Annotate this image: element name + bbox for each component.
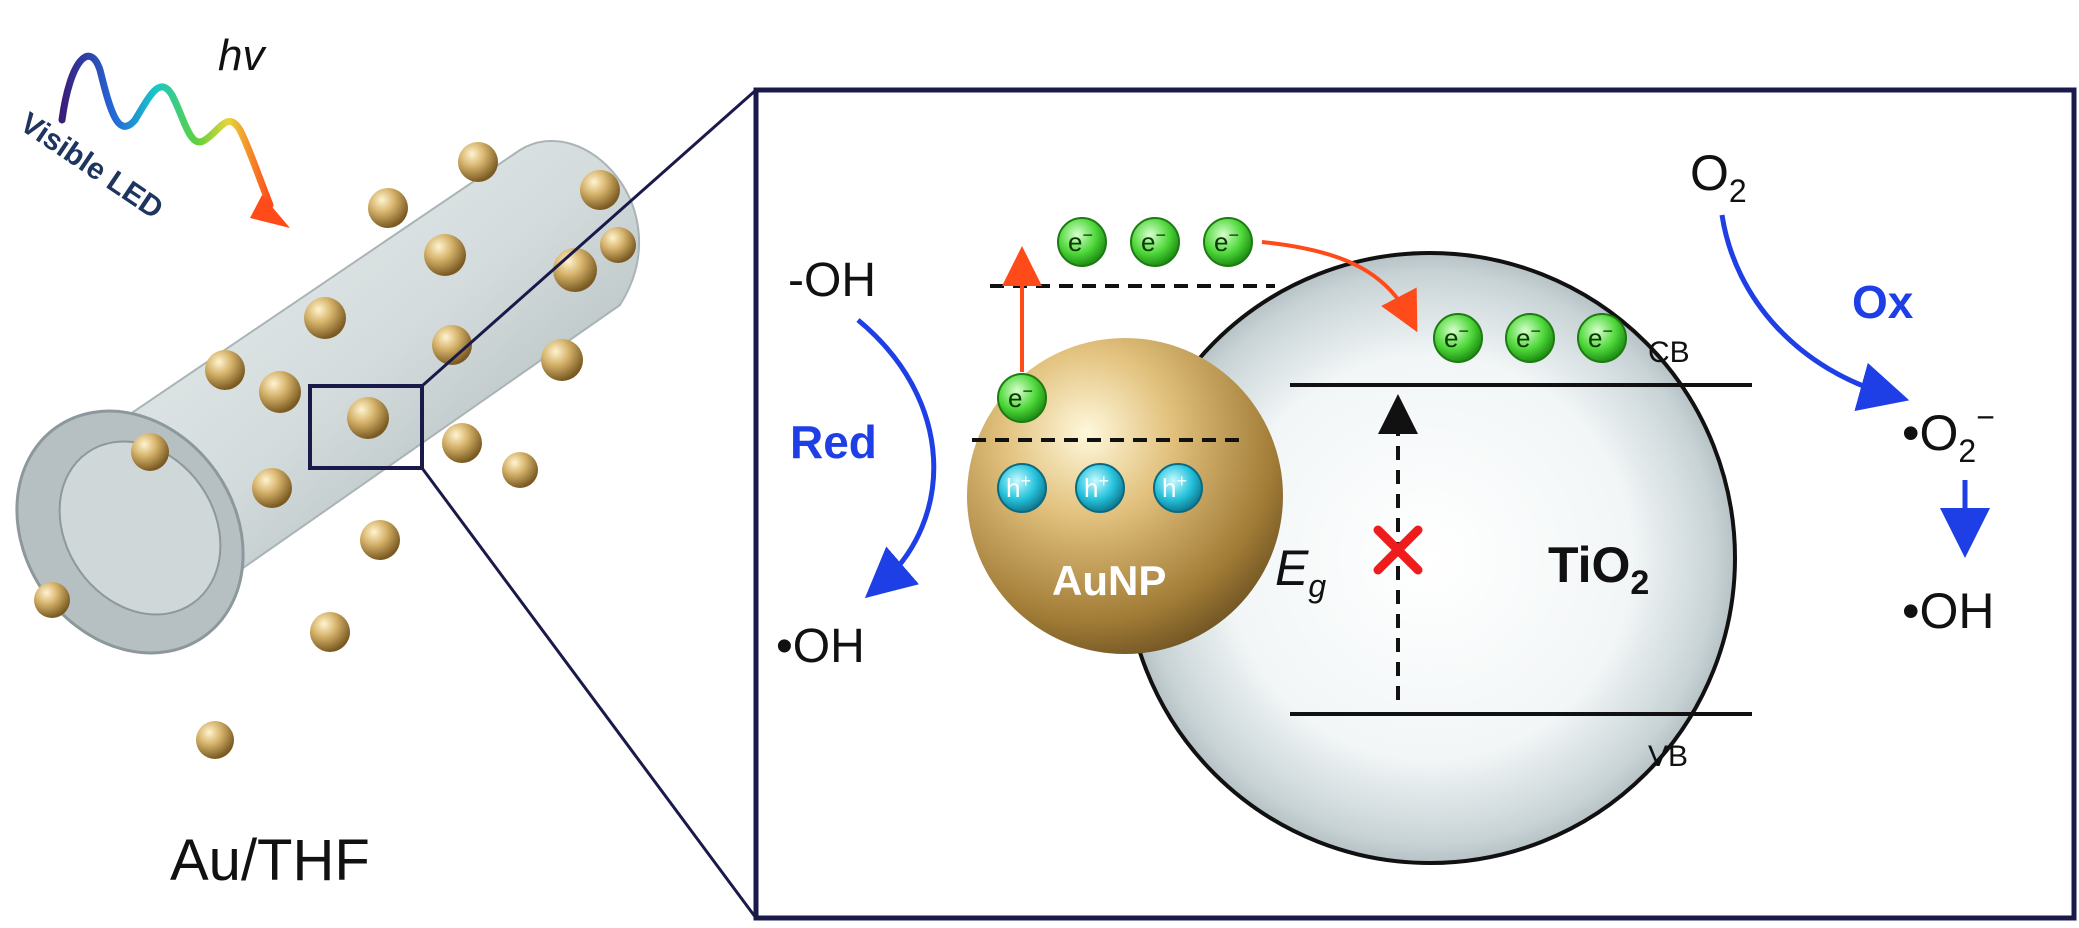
gold-beads bbox=[34, 142, 636, 759]
tube-caption: Au/THF bbox=[170, 828, 370, 893]
blocked-cross-icon bbox=[1373, 525, 1423, 575]
reduction-label: Red bbox=[790, 416, 877, 468]
gold-nanoparticle bbox=[967, 338, 1283, 654]
tio2-label: TiO2 bbox=[1548, 537, 1649, 602]
hole-label: h+ bbox=[1006, 471, 1031, 503]
vb-label: VB bbox=[1648, 740, 1688, 773]
electron-group-cb: e− e− e− bbox=[1433, 313, 1627, 363]
nanotube bbox=[15, 139, 641, 759]
electron-label: e− bbox=[1588, 321, 1613, 353]
electron-label: e− bbox=[1141, 225, 1166, 257]
electron-au bbox=[997, 373, 1047, 423]
hydroxide-label: -OH bbox=[788, 254, 876, 307]
electron-label: e− bbox=[1444, 321, 1469, 353]
electron-label: e− bbox=[1008, 381, 1033, 413]
photon-label: hv bbox=[218, 31, 267, 80]
gold-label: AuNP bbox=[1052, 557, 1166, 604]
electron-label: e− bbox=[1516, 321, 1541, 353]
bandgap-label: Eg bbox=[1275, 540, 1326, 604]
zoom-selection-box bbox=[308, 384, 424, 470]
oxygen-label: O2 bbox=[1690, 145, 1747, 209]
reduction-arrow bbox=[856, 318, 937, 599]
hole-label: h+ bbox=[1084, 471, 1109, 503]
electron-group-au-excited: e− e− e− bbox=[1057, 217, 1253, 267]
electron-label: e− bbox=[1068, 225, 1093, 257]
light-arrowhead-icon bbox=[250, 195, 290, 228]
hole-group: h+ h+ h+ bbox=[997, 463, 1203, 513]
light-wave-icon bbox=[58, 52, 290, 228]
superoxide-label: •O2− bbox=[1902, 399, 1995, 469]
cb-label: CB bbox=[1648, 336, 1690, 369]
hole-label: h+ bbox=[1162, 471, 1187, 503]
zoom-line-bottom bbox=[420, 467, 758, 919]
zoom-line-top bbox=[421, 88, 757, 388]
hydroxyl-radical-right: •OH bbox=[1902, 583, 1995, 639]
oxidation-label: Ox bbox=[1852, 276, 1914, 328]
electron-label: e− bbox=[1214, 225, 1239, 257]
electron-transfer-arrow bbox=[1261, 240, 1418, 333]
oxidation-arrow bbox=[1719, 214, 1910, 412]
visible-led-label: Visible LED bbox=[14, 106, 169, 225]
hydroxyl-radical-left: •OH bbox=[776, 620, 865, 673]
